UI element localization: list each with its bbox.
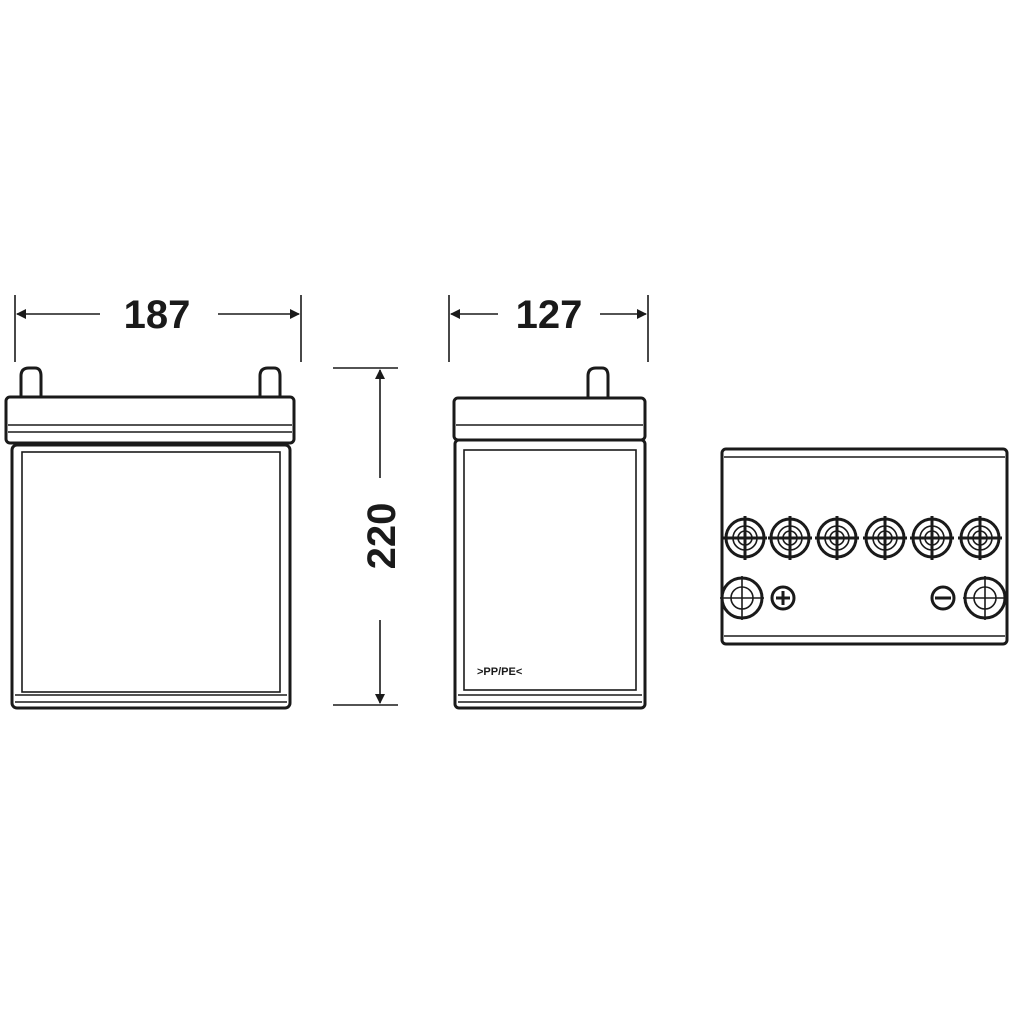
height-label: 220 bbox=[360, 503, 404, 570]
width-label: 127 bbox=[516, 293, 583, 337]
positive-terminal bbox=[720, 576, 764, 620]
vent-cap bbox=[863, 516, 907, 560]
top-view bbox=[720, 447, 1009, 646]
dimension-width: 127 bbox=[448, 293, 649, 362]
plus-icon bbox=[770, 585, 796, 611]
side-view: >PP/PE< bbox=[452, 366, 647, 710]
vent-cap bbox=[723, 516, 767, 560]
material-label: >PP/PE< bbox=[477, 666, 522, 678]
front-view bbox=[4, 366, 296, 710]
minus-icon bbox=[930, 585, 956, 611]
vent-cap bbox=[768, 516, 812, 560]
vent-cap bbox=[958, 516, 1002, 560]
length-label: 187 bbox=[124, 293, 191, 337]
vent-cap bbox=[910, 516, 954, 560]
vent-cap bbox=[815, 516, 859, 560]
negative-terminal bbox=[963, 576, 1007, 620]
dimension-height: 220 bbox=[333, 367, 404, 706]
dimension-length: 187 bbox=[14, 293, 302, 362]
